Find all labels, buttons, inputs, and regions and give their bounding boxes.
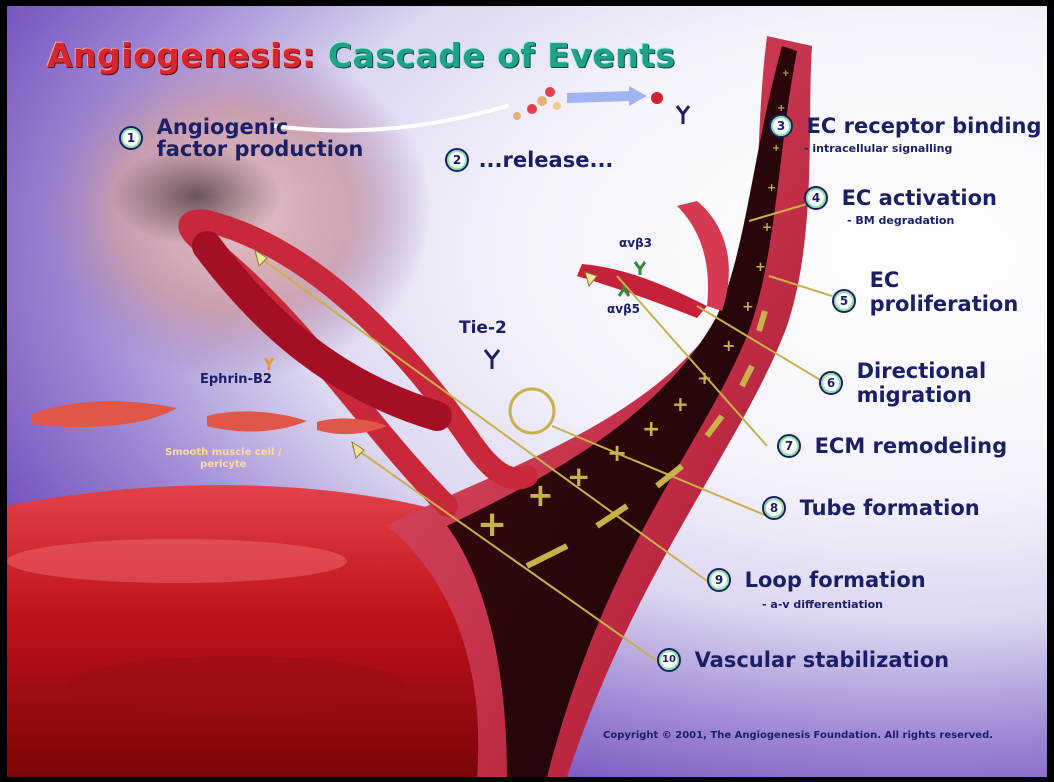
smooth-muscle-cells: [32, 401, 387, 434]
step-1-label-line1: Angiogenic: [157, 115, 289, 139]
svg-text:+: +: [672, 392, 689, 416]
step-9-number: 9: [707, 568, 731, 592]
svg-text:+: +: [772, 143, 780, 154]
diagram-panel: + + + + + + + + + + + + + + +: [7, 6, 1047, 777]
step-3-number: 3: [769, 114, 793, 138]
step-4-label: EC activation: [842, 186, 997, 210]
diagram-title: Angiogenesis: Cascade of Events: [47, 36, 676, 75]
step-10-label: Vascular stabilization: [695, 648, 950, 672]
step-8-number: 8: [762, 496, 786, 520]
step-5: 5 EC proliferation: [832, 268, 1018, 316]
step-6-number: 6: [819, 371, 843, 395]
step-3-label: EC receptor binding: [807, 114, 1042, 138]
receptor-icon: [677, 106, 689, 124]
step-9-sublabel: - a-v differentiation: [762, 598, 883, 611]
step-7-label: ECM remodeling: [815, 434, 1008, 458]
svg-text:+: +: [477, 504, 507, 545]
svg-text:+: +: [755, 260, 766, 275]
integrin-label-a: αvβ3: [619, 236, 652, 250]
release-arrow: [567, 96, 632, 98]
step-8-label: Tube formation: [800, 496, 980, 520]
title-part-1: Angiogenesis:: [47, 36, 316, 75]
ephrin-label: Ephrin-B2: [200, 372, 272, 387]
step-3: 3 EC receptor binding: [769, 114, 1042, 138]
svg-text:+: +: [767, 181, 776, 194]
step-6-label-line1: Directional: [857, 359, 987, 383]
step-9-label: Loop formation: [745, 568, 926, 592]
release-arrowhead: [629, 86, 647, 106]
growth-factor-particles: [513, 87, 663, 120]
step-4-number: 4: [804, 186, 828, 210]
tie2-receptor: [485, 350, 499, 369]
svg-text:+: +: [782, 69, 790, 79]
step-9: 9 Loop formation: [707, 568, 926, 592]
svg-text:+: +: [722, 336, 735, 355]
integrin-receptor-a: [635, 262, 645, 275]
svg-text:+: +: [697, 368, 712, 389]
title-part-2: Cascade of Events: [328, 36, 676, 75]
step-1: 1 Angiogenic factor production: [119, 116, 363, 160]
tube-highlight: [510, 389, 554, 433]
integrin-label-b: αvβ5: [607, 302, 640, 316]
step-2-number: 2: [445, 148, 469, 172]
smooth-muscle-label-line1: Smooth muscle cell /: [165, 447, 282, 458]
step-5-number: 5: [832, 289, 856, 313]
step-5-label-line1: EC: [870, 268, 900, 292]
step-8: 8 Tube formation: [762, 496, 980, 520]
tie2-label: Tie-2: [459, 318, 507, 338]
step-5-label-line2: proliferation: [870, 292, 1019, 316]
step-4: 4 EC activation: [804, 186, 997, 210]
step-1-number: 1: [119, 126, 143, 150]
migration-sprout: [577, 264, 707, 318]
step-2: 2 ...release...: [445, 148, 613, 172]
smooth-muscle-label-line2: pericyte: [200, 459, 246, 470]
copyright-notice: Copyright © 2001, The Angiogenesis Found…: [603, 730, 993, 741]
step-4-sublabel: - BM degradation: [847, 214, 954, 227]
svg-text:+: +: [762, 220, 772, 234]
step-7-number: 7: [777, 434, 801, 458]
step-10: 10 Vascular stabilization: [657, 648, 949, 672]
step-6-label-line2: migration: [857, 383, 972, 407]
activation-sprout: [677, 201, 729, 311]
smooth-muscle-label: Smooth muscle cell / pericyte: [165, 447, 282, 471]
step-2-label: ...release...: [479, 148, 614, 172]
step-7: 7 ECM remodeling: [777, 434, 1007, 458]
step-6: 6 Directional migration: [819, 359, 986, 407]
step-3-sublabel: - intracellular signalling: [804, 142, 952, 155]
step-1-label-line2: factor production: [157, 137, 364, 161]
step-10-number: 10: [657, 648, 681, 672]
svg-text:+: +: [642, 417, 660, 442]
svg-text:+: +: [742, 299, 754, 315]
svg-text:+: +: [777, 103, 785, 114]
